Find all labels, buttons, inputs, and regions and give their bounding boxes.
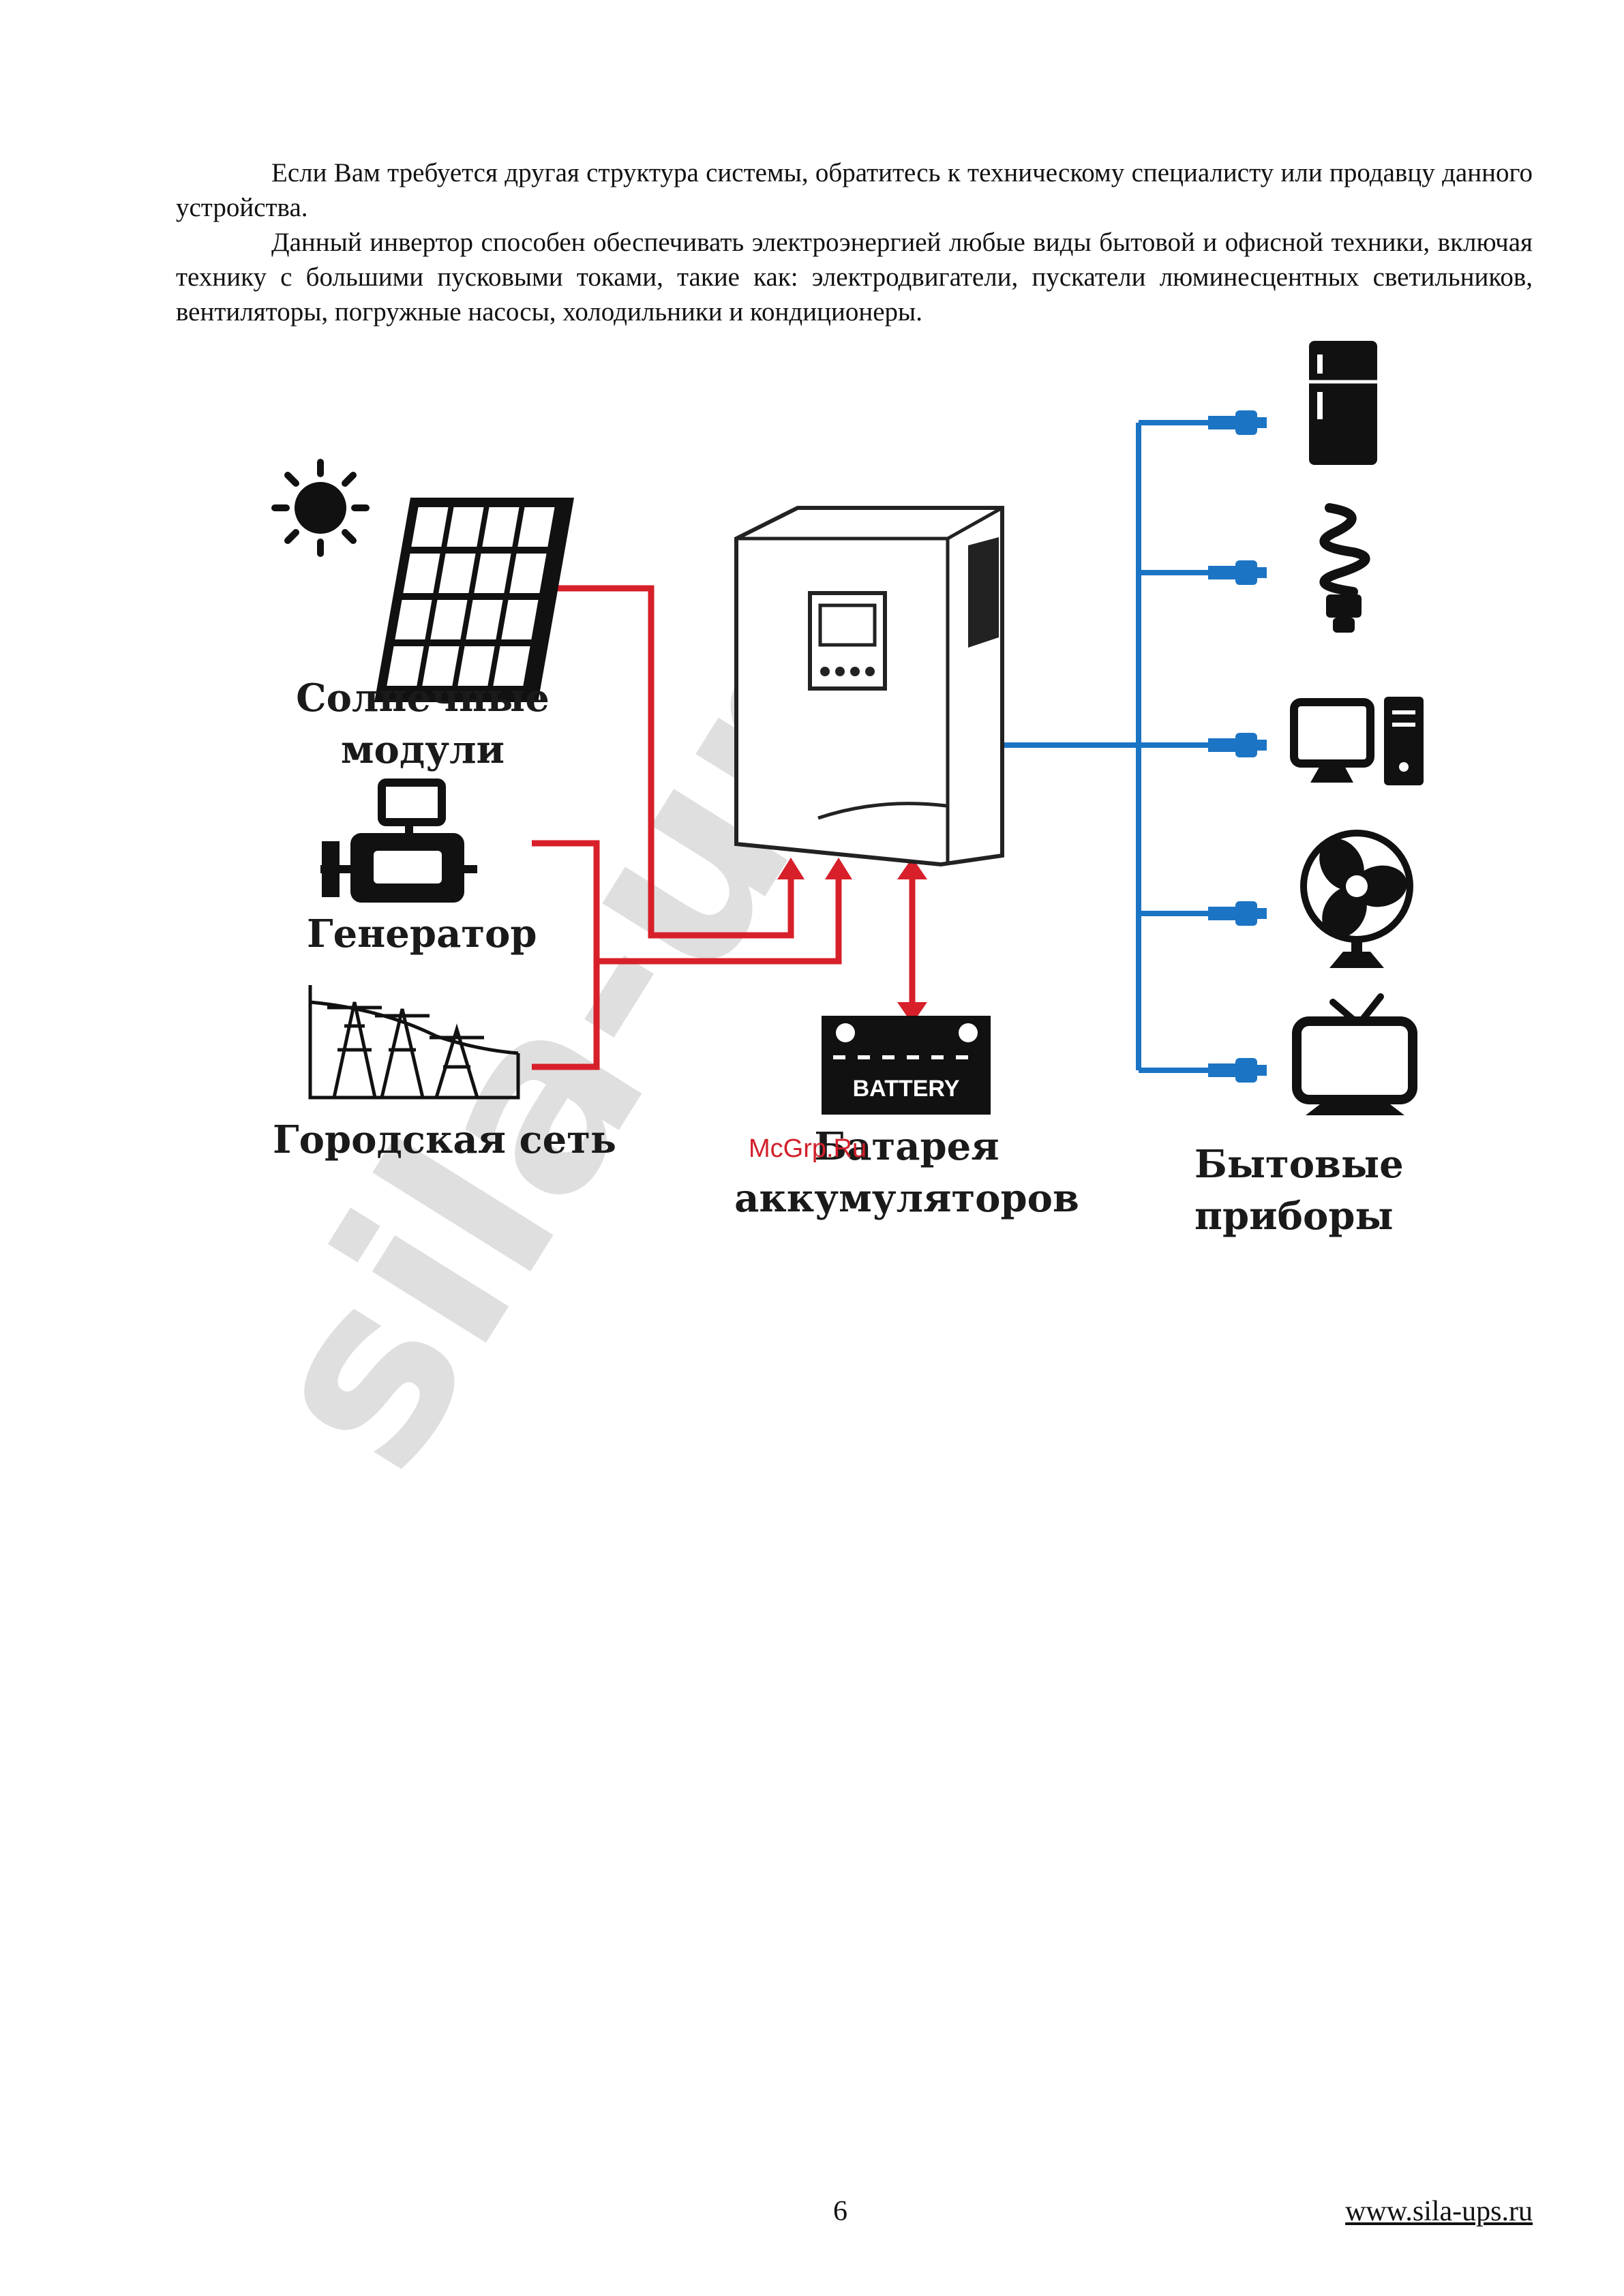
paragraph-2: Данный инвертор способен обеспечивать эл… xyxy=(176,228,1533,327)
computer-icon xyxy=(1290,697,1424,785)
solar-modules-label: Солнечные модули xyxy=(296,676,550,772)
refrigerator-icon xyxy=(1309,341,1377,465)
input-lines xyxy=(532,585,842,1070)
battery-label: Батарея аккумуляторов xyxy=(734,1124,1079,1221)
output-lines xyxy=(975,420,1227,1073)
battery-text: BATTERY xyxy=(853,1076,960,1102)
paragraph-1: Если Вам требуется другая структура сист… xyxy=(176,158,1533,222)
fan-icon xyxy=(1300,830,1413,968)
inverter-icon xyxy=(734,506,1004,867)
solar-panel-icon xyxy=(374,498,574,702)
battery-icon: BATTERY xyxy=(822,1016,991,1115)
plug-icons xyxy=(1208,410,1267,1083)
generator-icon xyxy=(320,779,477,903)
sun-icon xyxy=(271,459,370,557)
mcgrp-mark: McGrp.Ru xyxy=(749,1134,867,1163)
page-number: 6 xyxy=(833,2196,847,2227)
generator-label: Генератор xyxy=(307,911,537,956)
power-grid-icon xyxy=(308,985,520,1100)
grid-label: Городская сеть xyxy=(273,1117,616,1162)
input-arrowheads xyxy=(777,858,852,879)
appliances-label: Бытовые приборы xyxy=(1194,1142,1404,1239)
lamp-icon xyxy=(1319,503,1370,633)
tv-icon xyxy=(1292,993,1417,1115)
site-link[interactable]: www.sila-ups.ru xyxy=(1345,2196,1533,2227)
battery-link xyxy=(897,858,927,1024)
